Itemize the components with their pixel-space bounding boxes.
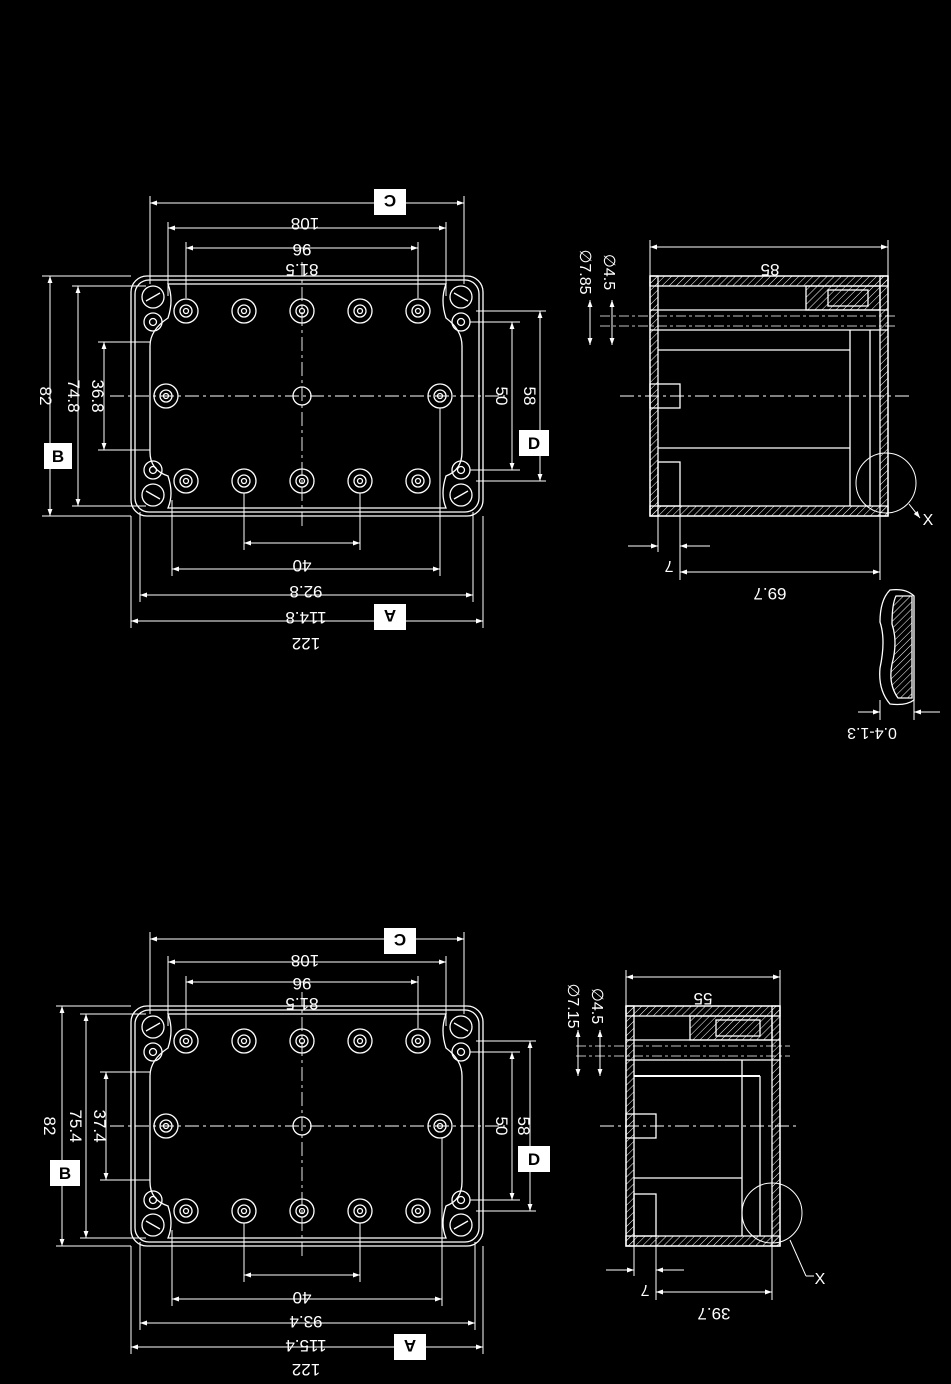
dim-50-2: 50: [492, 1117, 511, 1136]
dim-50: 50: [492, 387, 511, 406]
top-dimension-lines: [149, 196, 465, 298]
dim-82-2: 82: [40, 1117, 59, 1136]
dim-81-5-2: 81.5: [285, 994, 318, 1013]
drawing-1-top-labels: C A B D 108 96 81.5 82 74.8 36.8 50 58 4…: [36, 189, 549, 653]
dim-81-5: 81.5: [285, 260, 318, 279]
dim-7-2: 7: [640, 1281, 649, 1298]
dim-96: 96: [293, 240, 312, 259]
label-x-2: X: [815, 1271, 826, 1288]
label-c: C: [384, 191, 396, 210]
dim-40: 40: [293, 556, 312, 575]
dim-82: 82: [36, 387, 55, 406]
inner-cavity-outline: [149, 283, 463, 509]
dim-93-4: 93.4: [289, 1312, 322, 1331]
label-b: B: [52, 447, 64, 466]
dim-phi-4-5: ∅4.5: [600, 254, 617, 290]
dim-phi-4-5-2: ∅4.5: [588, 988, 605, 1024]
dim-phi-7-85: ∅7.85: [576, 249, 593, 294]
drawing-1-detail-x: [858, 588, 940, 720]
dim-92-8: 92.8: [289, 582, 322, 601]
label-d: D: [528, 434, 540, 453]
label-a: A: [384, 606, 396, 625]
bottom-dimension-lines: [130, 408, 484, 628]
drawing-2-side-view: [575, 970, 814, 1300]
dim-74-8: 74.8: [64, 379, 83, 412]
label-d-2: D: [528, 1150, 540, 1169]
dim-0-4-1-3: 0.4-1.3: [847, 724, 897, 741]
dim-115-4: 115.4: [285, 1336, 326, 1355]
left-dimension-lines: [42, 275, 150, 517]
label-x: X: [923, 512, 934, 529]
detail-x-circle: [855, 452, 917, 514]
drawing-1-side-labels: 85 ∅7.85 ∅4.5 7 69.7 X: [576, 249, 934, 603]
dim-122-2: 122: [292, 1360, 320, 1379]
drawing-2-side-labels: 55 ∅7.15 ∅4.5 7 39.7 X: [564, 983, 826, 1323]
dim-37-4: 37.4: [90, 1109, 109, 1142]
label-a-2: A: [404, 1336, 416, 1355]
drawing-2-top-labels: C A B D 108 96 81.5 82 75.4 37.4 50 58 4…: [40, 928, 550, 1379]
dim-108: 108: [291, 214, 319, 233]
drawing-1-top-view: [42, 196, 546, 628]
dim-55: 55: [694, 989, 713, 1008]
dim-36-8: 36.8: [88, 379, 107, 412]
dim-75-4: 75.4: [66, 1109, 85, 1142]
dim-7: 7: [664, 557, 673, 574]
dim-96-2: 96: [293, 974, 312, 993]
drawing-1-side-view: [587, 240, 921, 580]
dim-108-2: 108: [291, 951, 319, 970]
dim-phi-7-15: ∅7.15: [564, 983, 581, 1028]
label-c-2: C: [394, 930, 406, 949]
dim-69-7: 69.7: [753, 584, 786, 603]
drawing-2-top-view: [56, 932, 536, 1354]
dim-58-2: 58: [514, 1117, 533, 1136]
dim-114-8: 114.8: [285, 608, 326, 627]
dim-122: 122: [292, 634, 320, 653]
dim-40-2: 40: [293, 1288, 312, 1307]
label-b-2: B: [59, 1164, 71, 1183]
dim-58: 58: [520, 387, 539, 406]
dim-85: 85: [761, 260, 780, 279]
mounting-bosses: [153, 298, 453, 494]
dim-39-7: 39.7: [697, 1304, 730, 1323]
center-hole: [292, 386, 312, 406]
